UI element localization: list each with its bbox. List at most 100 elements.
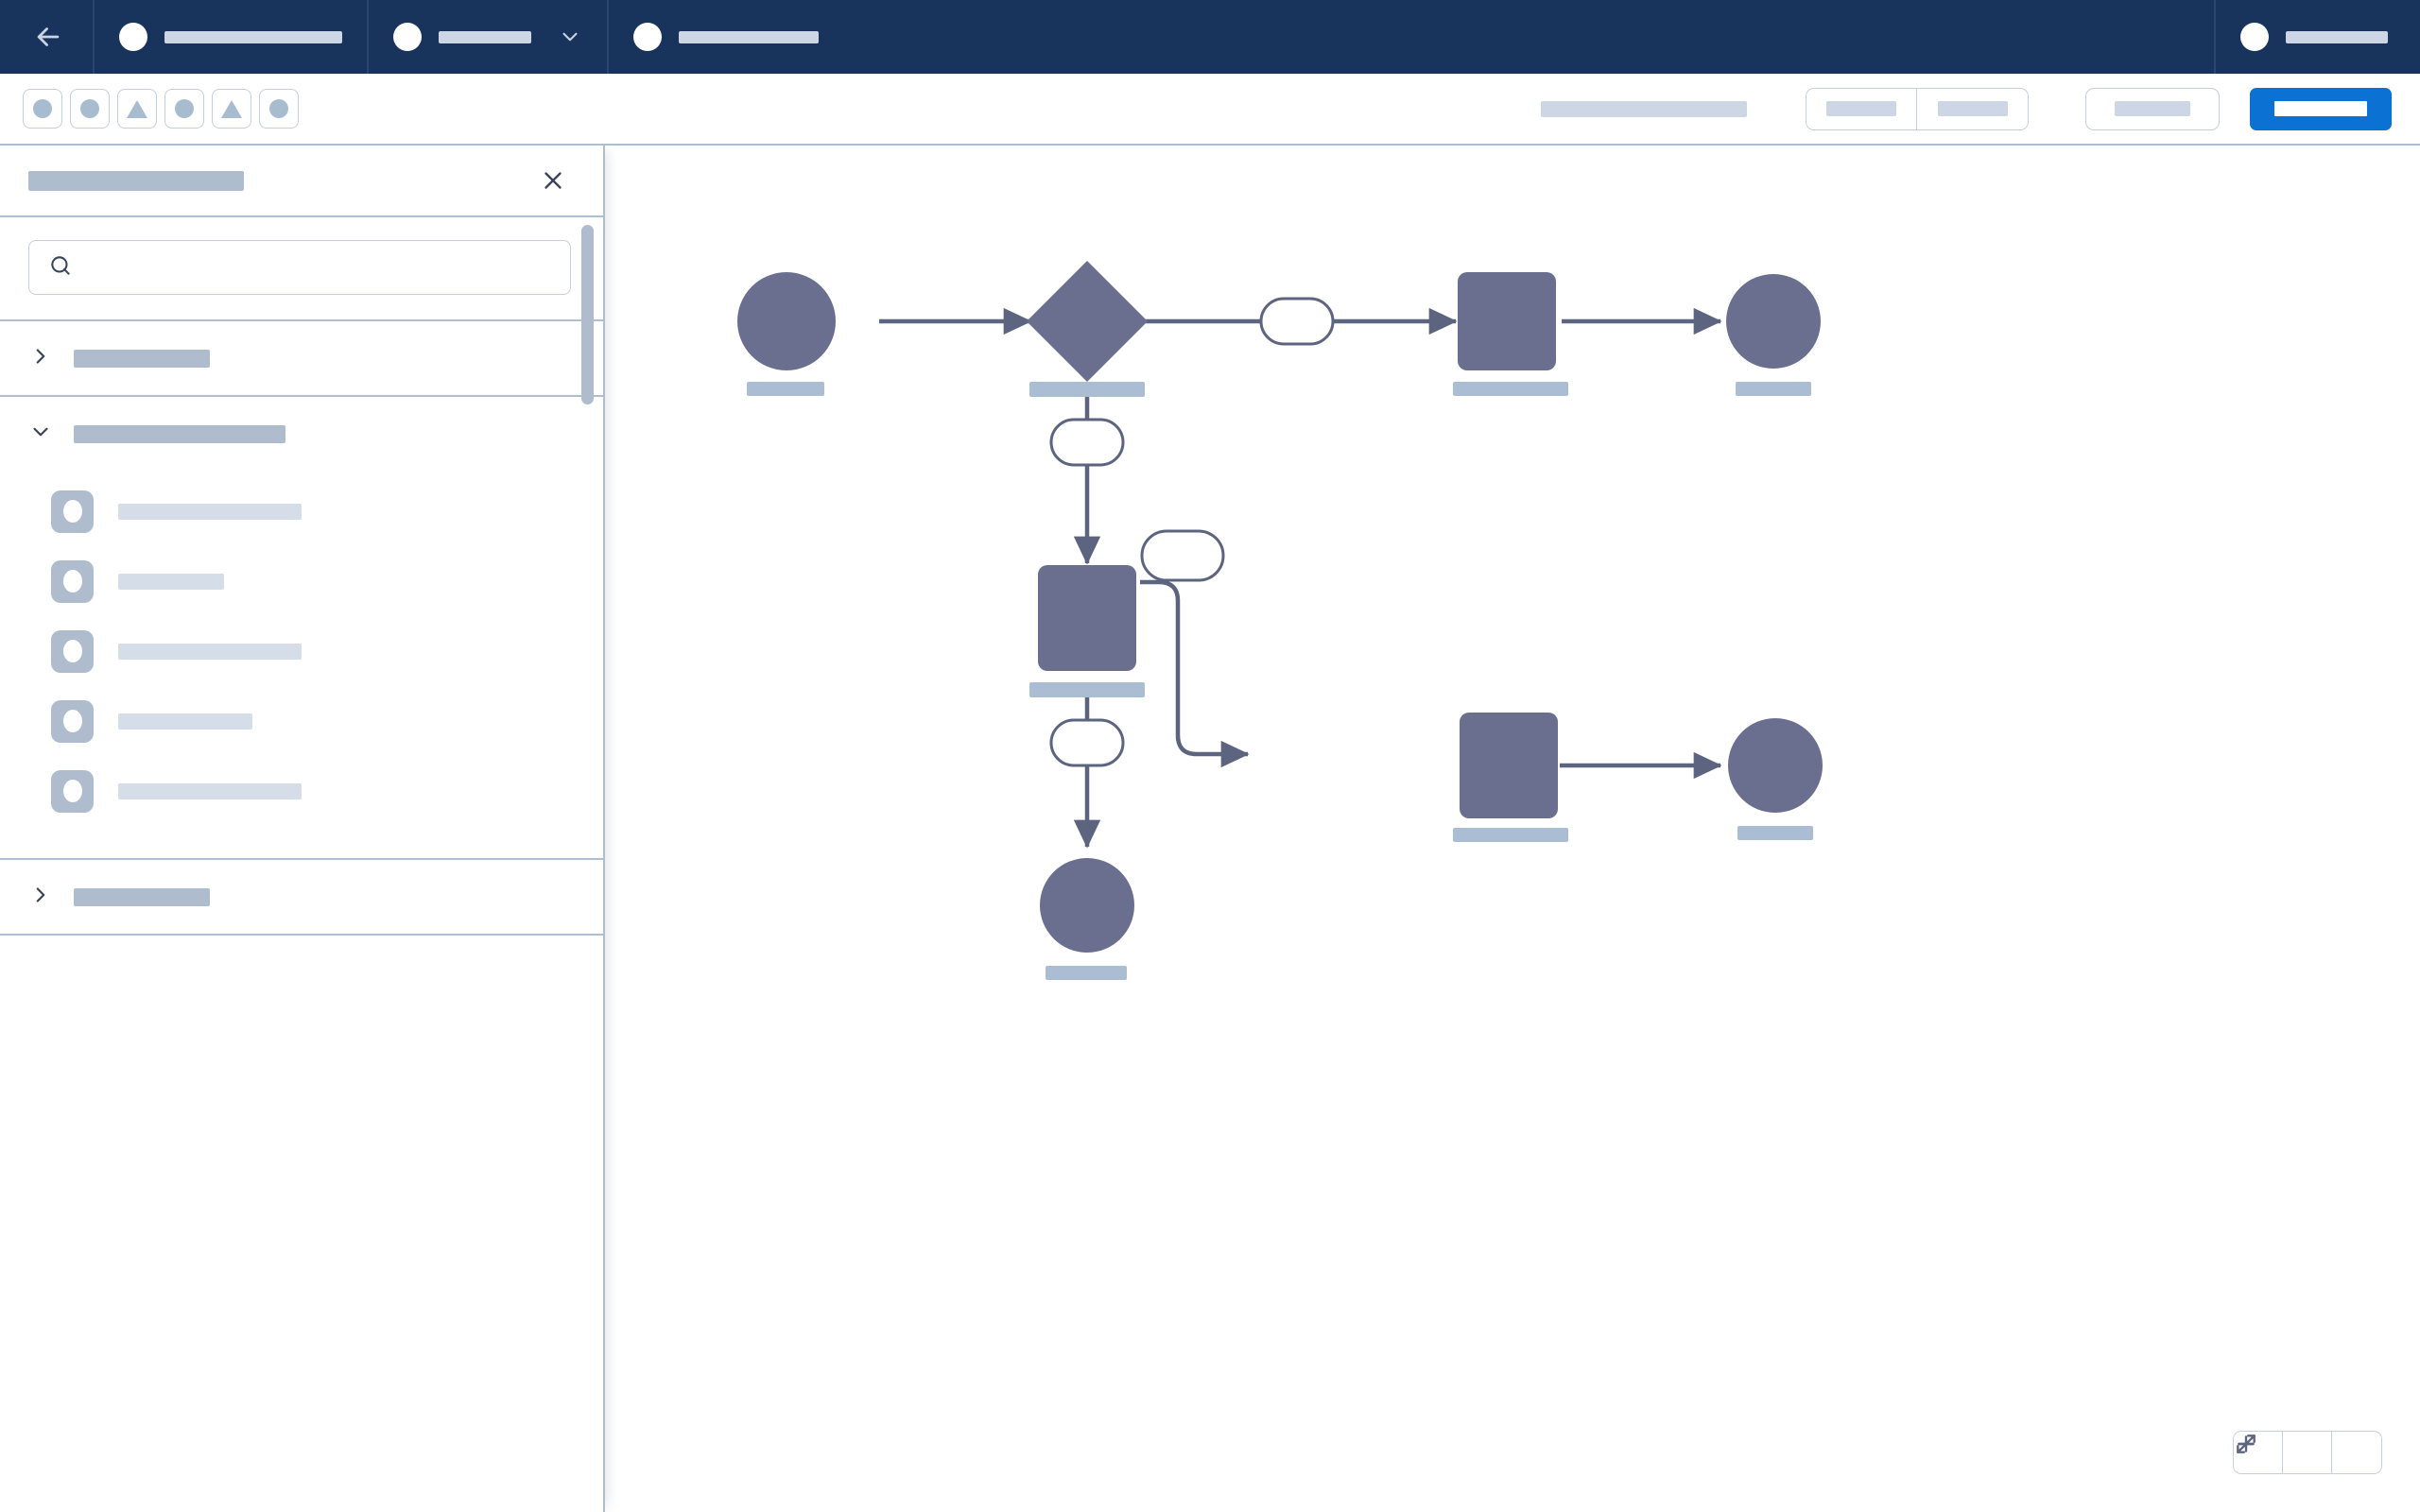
triangle-icon	[127, 99, 147, 118]
tool-icon-group	[23, 89, 299, 129]
nav-item-label	[679, 30, 819, 43]
list-item-label	[118, 573, 224, 590]
nav-item-workspace[interactable]	[95, 0, 369, 74]
edge-task-to-branch[interactable]	[1140, 579, 1250, 768]
circle-icon	[33, 99, 52, 118]
gateway-node[interactable]	[1027, 261, 1148, 382]
segment-label	[1826, 101, 1896, 116]
section-header[interactable]	[0, 397, 603, 471]
back-button[interactable]	[0, 0, 95, 74]
section-label	[74, 887, 210, 906]
search-box[interactable]	[28, 240, 571, 295]
circle-icon	[80, 99, 99, 118]
edges-layer	[879, 307, 1722, 849]
nav-item-diagram[interactable]	[609, 0, 843, 74]
segment-label	[1937, 101, 2008, 116]
section-label	[74, 349, 210, 368]
end-event-node-top[interactable]	[1726, 274, 1821, 369]
start-event-node[interactable]	[737, 272, 836, 370]
zoom-in-button[interactable]	[2238, 1432, 2381, 1473]
secondary-button-label	[2115, 101, 2190, 116]
edge-label-pill[interactable]	[1140, 529, 1225, 582]
search-input[interactable]	[86, 257, 551, 278]
scrollbar-thumb[interactable]	[581, 225, 594, 404]
diagram-canvas[interactable]	[605, 146, 2420, 1512]
list-item[interactable]	[0, 756, 603, 826]
segment-left[interactable]	[1806, 88, 1917, 129]
tool-branch[interactable]	[212, 89, 251, 129]
list-item[interactable]	[0, 546, 603, 616]
list-item[interactable]	[0, 476, 603, 546]
app-body	[0, 146, 2420, 1512]
nav-user-label	[2286, 30, 2388, 43]
task-node-middle[interactable]	[1038, 565, 1136, 671]
node-label-skeleton	[1736, 382, 1811, 396]
node-label-skeleton	[1029, 382, 1145, 397]
tool-gateway[interactable]	[117, 89, 157, 129]
nav-item-label	[439, 30, 531, 43]
chevron-right-icon	[28, 883, 53, 912]
list-item-label	[118, 503, 302, 520]
primary-button-label	[2274, 101, 2367, 116]
nodes-layer	[737, 261, 1823, 980]
node-label-skeleton	[1453, 828, 1568, 842]
node-label-skeleton	[1737, 826, 1813, 840]
triangle-icon	[221, 99, 242, 118]
end-event-node-branch[interactable]	[1728, 718, 1823, 813]
arrow-left-icon	[32, 21, 64, 53]
node-icon	[51, 559, 94, 603]
edge-label-pill[interactable]	[1259, 297, 1335, 346]
flowchart	[737, 261, 1823, 980]
edge-labels-layer	[1049, 297, 1335, 767]
nav-item-project[interactable]	[369, 0, 609, 74]
section-label	[74, 424, 285, 443]
primary-button[interactable]	[2250, 87, 2392, 130]
section-collapsed-bottom[interactable]	[0, 860, 603, 936]
fit-to-screen-button[interactable]	[2237, 1432, 2332, 1473]
node-label-skeleton	[1453, 382, 1568, 396]
section-collapsed-top[interactable]	[0, 321, 603, 397]
chevron-down-icon	[28, 420, 53, 449]
section-header[interactable]	[0, 321, 603, 395]
panel-search-area	[0, 217, 603, 321]
avatar	[393, 23, 422, 51]
nav-item-label	[164, 30, 342, 43]
secondary-button[interactable]	[2085, 87, 2220, 130]
nav-user-menu[interactable]	[2214, 0, 2420, 74]
node-icon	[51, 629, 94, 673]
section-header[interactable]	[0, 860, 603, 934]
zoom-controls	[2233, 1431, 2382, 1474]
avatar	[119, 23, 147, 51]
node-icon	[51, 699, 94, 743]
tool-end[interactable]	[259, 89, 299, 129]
node-icon	[51, 490, 94, 533]
tool-select[interactable]	[23, 89, 62, 129]
node-label-skeleton	[1046, 966, 1127, 980]
edge-label-pill[interactable]	[1049, 718, 1125, 767]
node-label-skeleton	[747, 382, 824, 396]
circle-icon	[269, 99, 288, 118]
tool-event[interactable]	[164, 89, 204, 129]
list-item[interactable]	[0, 686, 603, 756]
panel-title	[28, 170, 244, 191]
close-panel-button[interactable]	[537, 164, 569, 197]
toolbar-status-text	[1541, 100, 1747, 117]
segment-right[interactable]	[1917, 88, 2028, 129]
tool-node[interactable]	[70, 89, 110, 129]
list-item-label	[118, 713, 252, 730]
list-item-label	[118, 782, 302, 799]
search-icon	[48, 253, 73, 283]
view-mode-segmented-control[interactable]	[1806, 87, 2029, 130]
list-item[interactable]	[0, 616, 603, 686]
task-node-branch[interactable]	[1460, 713, 1558, 818]
navbar-spacer	[843, 0, 2214, 74]
chevron-down-icon[interactable]	[558, 25, 582, 49]
panel-scrollbar[interactable]	[581, 219, 594, 1512]
panel-header	[0, 146, 603, 217]
edge-label-pill[interactable]	[1049, 418, 1125, 467]
end-event-node-bottom[interactable]	[1040, 858, 1134, 953]
task-node-top[interactable]	[1458, 272, 1556, 370]
top-navbar	[0, 0, 2420, 74]
node-icon	[51, 769, 94, 813]
